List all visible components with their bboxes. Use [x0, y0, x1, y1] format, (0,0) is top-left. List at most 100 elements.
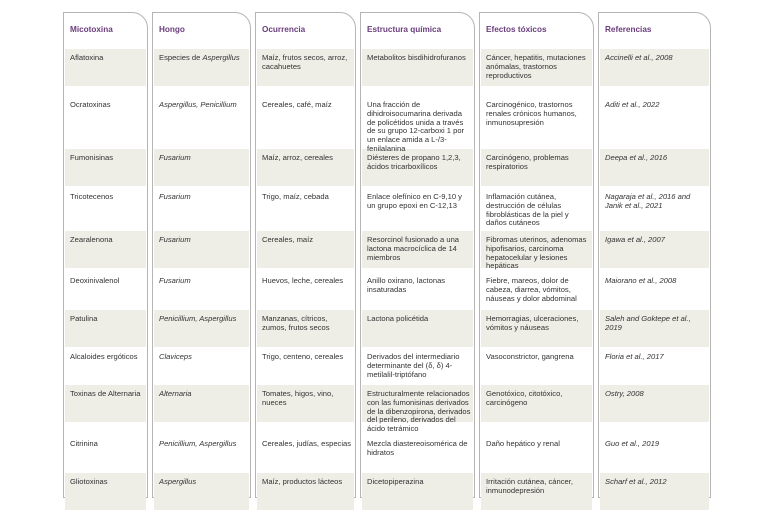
- cell-estructura: Enlace olefínico en C-9,10 y un grupo ep…: [367, 192, 462, 210]
- row-band: [600, 310, 709, 347]
- cell-estructura: Anillo oxirano, lactonas insaturadas: [367, 276, 446, 294]
- cell-text: Fusarium: [159, 276, 191, 285]
- row-band: [154, 310, 249, 347]
- row-band: [65, 310, 146, 347]
- cell-hongo: Fusarium: [159, 276, 247, 286]
- cell-efectos: Cáncer, hepatitis, mutaciones anómalas, …: [486, 53, 586, 80]
- cell-referencias: Deepa et al., 2016: [605, 153, 668, 162]
- column-header: Efectos tóxicos: [486, 25, 547, 34]
- cell-estructura: Una fracción de dihidroisocumarina deriv…: [367, 100, 465, 153]
- cell-text: Alternaria: [159, 389, 192, 398]
- cell-text: Aspergillus: [202, 53, 240, 62]
- cell-text: Aspergillus, Penicillium: [159, 100, 237, 109]
- row-band: [154, 149, 249, 186]
- cell-text: Fusarium: [159, 153, 191, 162]
- cell-estructura: Metabolitos bisdihidrofuranos: [367, 53, 466, 62]
- row-band: [362, 231, 473, 268]
- row-band: [257, 385, 354, 422]
- cell-estructura: Lactona policétida: [367, 314, 429, 323]
- cell-ocurrencia: Maíz, productos lácteos: [262, 477, 343, 486]
- cell-referencias: Accinelli et al., 2008: [605, 53, 673, 62]
- row-band: [257, 231, 354, 268]
- cell-ocurrencia: Trigo, centeno, cereales: [262, 352, 344, 361]
- cell-ocurrencia: Manzanas, cítricos, zumos, frutos secos: [262, 314, 330, 332]
- row-band: [65, 49, 146, 86]
- column-header: Micotoxina: [70, 25, 113, 34]
- cell-hongo: Penicillium, Aspergillus: [159, 439, 247, 449]
- cell-estructura: Diésteres de propano 1,2,3, ácidos trica…: [367, 153, 461, 171]
- row-band: [362, 149, 473, 186]
- cell-ocurrencia: Trigo, maíz, cebada: [262, 192, 329, 201]
- cell-hongo: Aspergillus: [159, 477, 247, 487]
- column-header: Hongo: [159, 25, 185, 34]
- cell-efectos: Fiebre, mareos, dolor de cabeza, diarrea…: [486, 276, 577, 303]
- cell-efectos: Carcinógeno, problemas respiratorios: [486, 153, 569, 171]
- row-band: [257, 473, 354, 510]
- cell-micotoxina: Ocratoxinas: [70, 100, 111, 109]
- row-band: [481, 310, 592, 347]
- row-band: [65, 231, 146, 268]
- row-band: [481, 149, 592, 186]
- cell-referencias: Floria et al., 2017: [605, 352, 664, 361]
- cell-micotoxina: Tricotecenos: [70, 192, 114, 201]
- cell-micotoxina: Alcaloides ergóticos: [70, 352, 138, 361]
- column-header: Ocurrencia: [262, 25, 306, 34]
- cell-hongo: Aspergillus, Penicillium: [159, 100, 247, 110]
- row-band: [154, 473, 249, 510]
- cell-text: Aspergillus: [159, 477, 197, 486]
- cell-hongo: Fusarium: [159, 192, 247, 202]
- cell-hongo: Especies de Aspergillus: [159, 53, 247, 63]
- cell-text: Fusarium: [159, 192, 191, 201]
- row-band: [481, 49, 592, 86]
- cell-text: Claviceps: [159, 352, 192, 361]
- row-band: [65, 385, 146, 422]
- cell-micotoxina: Aflatoxina: [70, 53, 104, 62]
- cell-estructura: Mezcla diastereoisomérica de hidratos: [367, 439, 468, 457]
- row-band: [362, 310, 473, 347]
- cell-micotoxina: Deoxinivalenol: [70, 276, 120, 285]
- cell-estructura: Estructuralmente relacionados con las fu…: [367, 389, 471, 434]
- cell-text: Penicillium, Aspergillus: [159, 439, 237, 448]
- cell-referencias: Saleh and Goktepe et al., 2019: [605, 314, 691, 332]
- cell-hongo: Alternaria: [159, 389, 247, 399]
- row-band: [481, 231, 592, 268]
- row-band: [600, 49, 709, 86]
- cell-estructura: Derivados del intermediario determinante…: [367, 352, 460, 379]
- row-band: [600, 149, 709, 186]
- row-band: [600, 231, 709, 268]
- cell-estructura: Dicetopiperazina: [367, 477, 424, 486]
- row-band: [481, 385, 592, 422]
- row-band: [362, 49, 473, 86]
- cell-ocurrencia: Huevos, leche, cereales: [262, 276, 344, 285]
- row-band: [257, 49, 354, 86]
- cell-ocurrencia: Cereales, café, maíz: [262, 100, 332, 109]
- column-header: Referencias: [605, 25, 652, 34]
- cell-referencias: Maiorano et al., 2008: [605, 276, 677, 285]
- cell-ocurrencia: Maíz, arroz, cereales: [262, 153, 333, 162]
- cell-text: Especies de: [159, 53, 203, 62]
- row-band: [257, 310, 354, 347]
- row-band: [362, 385, 473, 422]
- cell-hongo: Penicillium, Aspergillus: [159, 314, 247, 324]
- cell-referencias: Nagaraja et al., 2016 and Janik et al., …: [605, 192, 691, 210]
- row-band: [257, 149, 354, 186]
- row-band: [154, 385, 249, 422]
- cell-efectos: Fibromas uterinos, adenomas hipofisarios…: [486, 235, 587, 271]
- cell-efectos: Irritación cutánea, cáncer, inmunodepres…: [486, 477, 573, 495]
- cell-ocurrencia: Cereales, maíz: [262, 235, 314, 244]
- cell-referencias: Guo et al., 2019: [605, 439, 660, 448]
- cell-hongo: Fusarium: [159, 235, 247, 245]
- cell-micotoxina: Gliotoxinas: [70, 477, 108, 486]
- cell-efectos: Genotóxico, citotóxico, carcinógeno: [486, 389, 563, 407]
- row-band: [362, 473, 473, 510]
- cell-micotoxina: Patulina: [70, 314, 98, 323]
- row-band: [481, 473, 592, 510]
- cell-micotoxina: Fumonisinas: [70, 153, 114, 162]
- cell-ocurrencia: Tomates, higos, vino, nueces: [262, 389, 334, 407]
